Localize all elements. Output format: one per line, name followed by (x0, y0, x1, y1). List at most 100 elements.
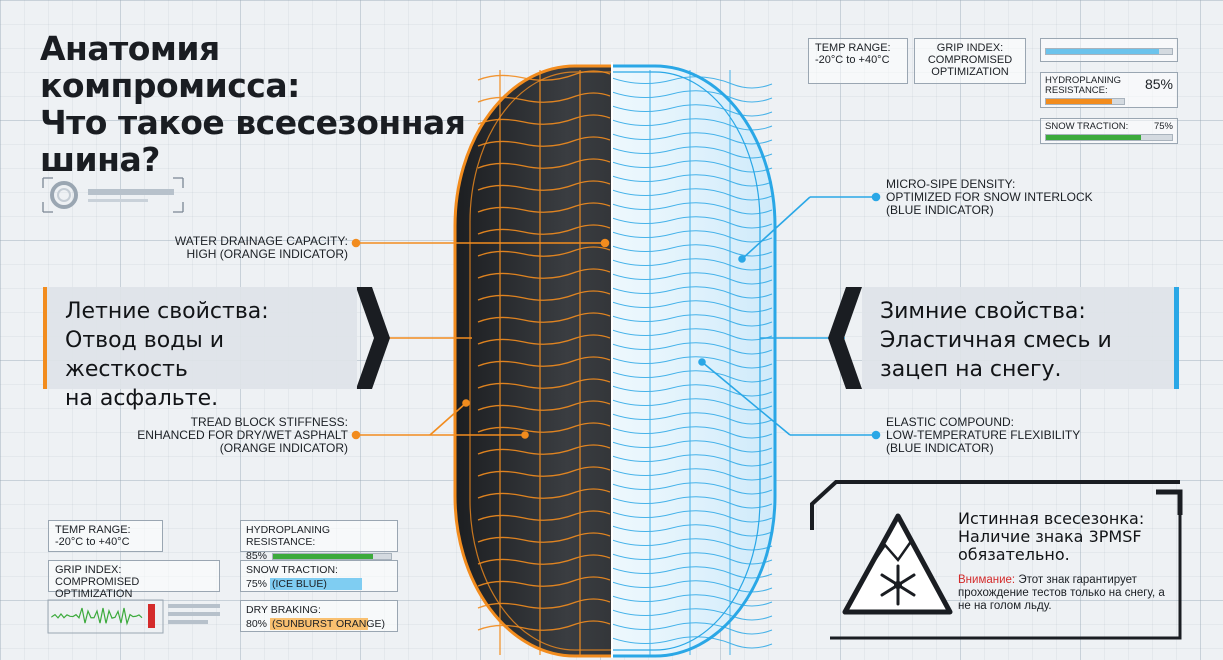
tread-block-line-2: ENHANCED FOR DRY/WET ASPHALT (137, 428, 348, 442)
top-snow-traction-value: 75% (1153, 121, 1173, 132)
tread-block-line-3: (ORANGE INDICATOR) (219, 441, 348, 455)
top-snow-traction-meter: SNOW TRACTION: 75% (1040, 118, 1178, 144)
top-hydroplaning-fill (1046, 99, 1113, 104)
top-unlabeled-meter-track (1045, 48, 1173, 55)
bottom-hydroplaning-label: HYDROPLANING RESISTANCE: (246, 524, 331, 548)
title-line-1: Анатомия компромисса: (40, 29, 300, 105)
micro-sipe-line-1: MICRO-SIPE DENSITY: (886, 177, 1016, 191)
bottom-hydroplaning-meter: HYDROPLANING RESISTANCE: 85% (240, 520, 398, 562)
winter-sipe-line (612, 636, 773, 649)
winter-sipe-line (612, 132, 773, 145)
bottom-dry-color-name: (SUNBURST ORANGE) (272, 618, 385, 630)
winter-sipe-line (612, 356, 773, 369)
winter-sipe-line (612, 496, 773, 509)
winter-sipe-line (612, 160, 773, 173)
winter-sipe-line (612, 202, 773, 215)
winter-sipe-line (612, 76, 773, 89)
micro-sipe-line-3: (BLUE INDICATOR) (886, 203, 994, 217)
winter-sipe-line (612, 622, 773, 635)
tread-block-callout: TREAD BLOCK STIFFNESS: ENHANCED FOR DRY/… (110, 416, 348, 455)
winter-sipe-line (612, 244, 773, 257)
bottom-snow-meter: SNOW TRACTION: 75% (ICE BLUE) (240, 560, 398, 592)
winter-sipe-line (612, 314, 773, 327)
bottom-temp-range-label: TEMP RANGE: (55, 524, 131, 536)
winter-tire-half (612, 64, 777, 658)
bottom-snow-label: SNOW TRACTION: (246, 564, 338, 576)
winter-sipe-line (612, 552, 773, 565)
water-drainage-callout: WATER DRAINAGE CAPACITY: HIGH (ORANGE IN… (120, 235, 348, 261)
winter-sipe-line (612, 272, 773, 285)
winter-sipe-line (612, 412, 773, 425)
winter-sipe-line (612, 510, 773, 523)
top-hydroplaning-track (1045, 98, 1125, 105)
bottom-dry-fill (270, 618, 368, 630)
bottom-hydroplaning-fill (273, 553, 374, 559)
top-snow-traction-label: SNOW TRACTION: (1045, 121, 1129, 132)
bottom-hydroplaning-track (272, 552, 392, 560)
top-unlabeled-meter (1040, 38, 1178, 62)
winter-panel-line-1: Зимние свойства: (880, 299, 1086, 324)
winter-accent-bar (1174, 287, 1179, 389)
bottom-hydroplaning-value: 85% (246, 550, 268, 562)
winter-sipe-line (612, 440, 773, 453)
top-grip-index-box: GRIP INDEX: COMPROMISED OPTIMIZATION (914, 38, 1026, 84)
top-hydroplaning-label-1: HYDROPLANING (1045, 75, 1122, 86)
top-hydroplaning-value: 85% (1144, 76, 1173, 92)
top-hydroplaning-meter: HYDROPLANING RESISTANCE: 85% (1040, 72, 1178, 108)
top-grip-index-value-2: OPTIMIZATION (931, 66, 1009, 78)
winter-sipe-line (612, 426, 773, 439)
winter-panel-bracket (828, 287, 862, 389)
winter-sipe-line (612, 174, 773, 187)
winter-properties-panel: Зимние свойства: Эластичная смесь и заце… (862, 287, 1174, 389)
summer-panel-line-2: Отвод воды и жесткость (65, 328, 225, 382)
pmsf-frame (810, 480, 1183, 640)
pmsf-title-line-2: Наличие знака 3PMSF (958, 527, 1142, 546)
bottom-dry-label: DRY BRAKING: (246, 604, 321, 616)
pmsf-title: Истинная всесезонка: Наличие знака 3PMSF… (958, 510, 1173, 564)
winter-sipe-line (612, 118, 773, 131)
winter-sipe-line (612, 258, 773, 271)
winter-sipe-line (612, 146, 773, 159)
elastic-compound-line-3: (BLUE INDICATOR) (886, 441, 994, 455)
winter-sipe-line (612, 398, 773, 411)
pmsf-title-line-3: обязательно. (958, 545, 1070, 564)
top-temp-range-value: -20°C to +40°C (815, 54, 890, 66)
pmsf-text-block: Истинная всесезонка: Наличие знака 3PMSF… (958, 510, 1173, 613)
top-grip-index-label: GRIP INDEX: (936, 42, 1004, 54)
title-line-2: Что такое всесезонная (40, 103, 466, 142)
waveform-widget (47, 599, 220, 634)
bottom-snow-value: 75% (246, 578, 268, 590)
bottom-temp-range-box: TEMP RANGE: -20°C to +40°C (48, 520, 163, 552)
winter-panel-line-3: зацеп на снегу. (880, 357, 1062, 382)
winter-sipe-line (612, 538, 773, 551)
top-hydroplaning-label-2: RESISTANCE: (1045, 85, 1108, 96)
blue-callout-lines (698, 192, 881, 440)
pmsf-title-line-1: Истинная всесезонка: (958, 509, 1145, 528)
top-temp-range-label: TEMP RANGE: (815, 42, 891, 54)
bottom-dry-braking-meter: DRY BRAKING: 80% (SUNBURST ORANGE) (240, 600, 398, 632)
winter-sipe-line (612, 90, 773, 103)
summer-tire-half (453, 64, 612, 658)
summer-panel-bracket (356, 287, 390, 389)
pmsf-warning-label: Внимание: (958, 574, 1016, 586)
bottom-temp-range-value: -20°C to +40°C (55, 536, 130, 548)
winter-sipe-line (612, 216, 773, 229)
winter-sipe-line (612, 286, 773, 299)
title-line-3: шина? (40, 140, 160, 179)
pmsf-note: Внимание: Этот знак гарантирует прохожде… (958, 574, 1173, 613)
winter-sipe-line (612, 328, 773, 341)
bottom-grip-index-value: COMPROMISED OPTIMIZATION (55, 576, 140, 600)
winter-sipe-line (612, 594, 773, 607)
bottom-snow-color-name: (ICE BLUE) (272, 578, 327, 590)
summer-panel-line-3: на асфальте. (65, 386, 219, 411)
elastic-compound-line-2: LOW-TEMPERATURE FLEXIBILITY (886, 428, 1081, 442)
elastic-compound-line-1: ELASTIC COMPOUND: (886, 415, 1015, 429)
winter-sipe-line (612, 104, 773, 117)
micro-sipe-line-2: OPTIMIZED FOR SNOW INTERLOCK (886, 190, 1093, 204)
bottom-grip-index-label: GRIP INDEX: (55, 564, 122, 576)
winter-sipe-line (612, 524, 773, 537)
micro-sipe-callout: MICRO-SIPE DENSITY: OPTIMIZED FOR SNOW I… (886, 178, 1126, 217)
bottom-snow-fill (270, 578, 362, 590)
winter-sipe-line (612, 580, 773, 593)
